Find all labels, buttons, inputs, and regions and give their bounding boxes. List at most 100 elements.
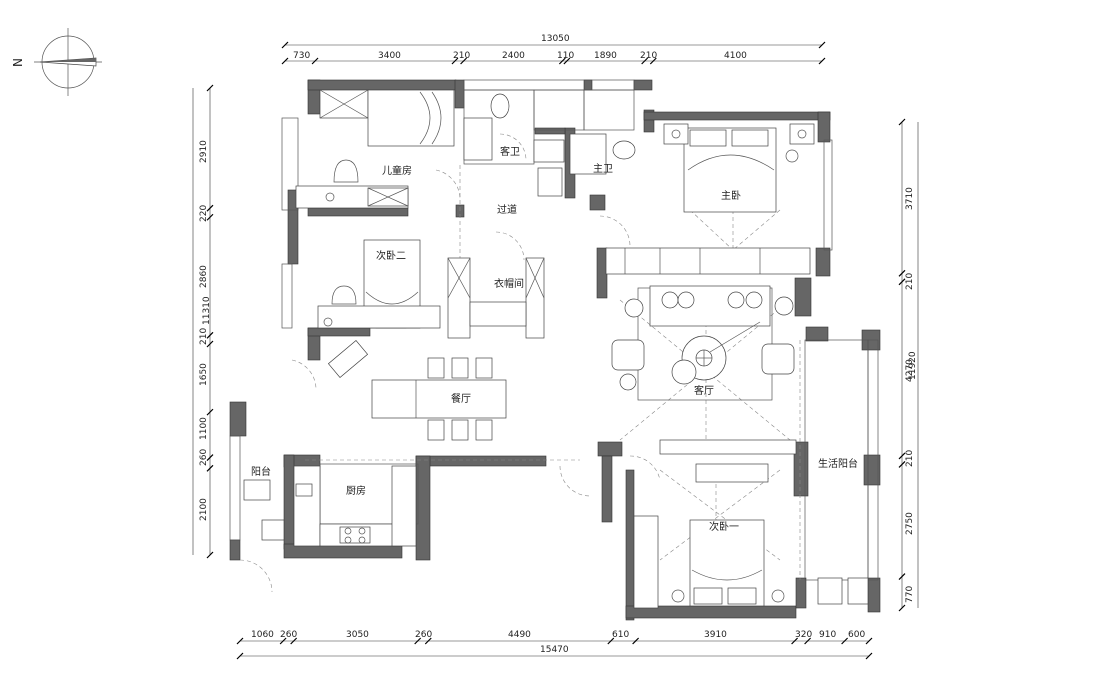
room-label-second-bedroom-two: 次卧二 (376, 249, 406, 262)
top-dim-2: 210 (453, 51, 470, 61)
dimension-tick (898, 118, 906, 126)
dimension-tick (898, 278, 906, 286)
room-label-master-bedroom: 主卧 (721, 189, 741, 202)
dimension-tick (206, 454, 214, 461)
dimension-tick (649, 57, 657, 65)
second-bedroom-one-furniture (633, 515, 869, 609)
dimension-tick (206, 84, 214, 92)
bottom-dim-8: 910 (819, 630, 836, 640)
dimension-tick (818, 57, 826, 65)
dimension-tick (632, 637, 640, 645)
dimension-tick (414, 637, 422, 645)
north-label: N (11, 58, 25, 67)
left-dim-6: 260 (199, 449, 209, 466)
bottom-dim-5: 610 (612, 630, 629, 640)
children-room-furniture (295, 89, 455, 209)
right-dim-5: 770 (905, 586, 915, 603)
dimension-tick (558, 57, 566, 65)
left-dim-3: 210 (199, 328, 209, 345)
dimension-tick (898, 269, 906, 277)
dimension-tick (841, 637, 849, 645)
right-dim-1: 210 (905, 273, 915, 290)
top-dim-5: 1890 (594, 51, 617, 61)
left-dim-1: 220 (199, 205, 209, 222)
top-dimension-chain (281, 41, 826, 65)
left-dim-5: 1100 (199, 417, 209, 440)
room-label-guest-bath: 客卫 (500, 145, 520, 158)
dimension-tick (898, 604, 906, 612)
dimension-tick (281, 57, 289, 65)
left-dimension-chain (192, 84, 214, 559)
right-dim-3: 210 (905, 450, 915, 467)
kitchen-furniture (243, 465, 417, 547)
room-label-living-room: 客厅 (694, 384, 714, 397)
bottom-dim-3: 260 (415, 630, 432, 640)
bottom-dim-6: 3910 (704, 630, 727, 640)
room-label-kitchen: 厨房 (346, 484, 366, 497)
compass-icon (34, 28, 102, 96)
top-dim-4: 110 (557, 51, 574, 61)
left-dim-4: 1650 (199, 363, 209, 386)
dimension-tick (206, 331, 214, 339)
dimension-tick (791, 637, 799, 645)
dimension-tick (641, 57, 649, 65)
bottom-dim-4: 4490 (508, 630, 531, 640)
structural-walls (229, 79, 881, 621)
room-label-dining-room: 餐厅 (451, 392, 471, 405)
dimension-tick (804, 637, 812, 645)
dimension-tick (290, 637, 298, 645)
door-swings (239, 133, 661, 593)
bottom-dim-7: 320 (795, 630, 812, 640)
bottom-dim-9: 600 (848, 630, 865, 640)
left-dim-7: 2100 (199, 498, 209, 521)
room-label-corridor: 过道 (497, 203, 517, 216)
right-dim-4: 2750 (905, 512, 915, 535)
top-dim-6: 210 (640, 51, 657, 61)
dimension-tick (460, 57, 468, 65)
dimension-tick (236, 637, 244, 645)
top-dim-3: 2400 (502, 51, 525, 61)
room-label-children-room: 儿童房 (382, 164, 412, 177)
top-total-dimension: 13050 (541, 34, 570, 44)
dimension-tick (898, 573, 906, 581)
dimension-tick (206, 213, 214, 221)
bath-fixtures (463, 93, 636, 197)
dimension-tick (206, 340, 214, 348)
left-dim-0: 2910 (199, 140, 209, 163)
dimension-tick (563, 57, 571, 65)
dimension-tick (206, 551, 214, 559)
left-total-dimension: 11310 (202, 296, 212, 325)
top-dim-0: 730 (293, 51, 310, 61)
room-label-utility-balcony: 生活阳台 (818, 457, 858, 470)
cloakroom-furniture (447, 257, 545, 339)
dimension-tick (451, 57, 459, 65)
right-dim-2: 4270 (905, 359, 915, 382)
bottom-dim-2: 3050 (346, 630, 369, 640)
bottom-dimension-chain (236, 637, 873, 660)
dimension-tick (206, 408, 214, 416)
dimension-tick (424, 637, 432, 645)
right-dim-0: 3710 (905, 187, 915, 210)
dimension-tick (865, 637, 873, 645)
dimension-tick (898, 452, 906, 460)
right-dimension-chain (898, 118, 919, 612)
dimension-tick (607, 637, 615, 645)
top-dim-7: 4100 (724, 51, 747, 61)
second-bedroom-two-furniture (317, 239, 441, 329)
left-dim-2: 2860 (199, 265, 209, 288)
dimension-tick (279, 637, 287, 645)
dimension-tick (311, 57, 319, 65)
dimension-tick (898, 461, 906, 468)
living-room-furniture (611, 285, 797, 483)
top-dim-1: 3400 (378, 51, 401, 61)
dining-furniture (327, 340, 507, 441)
bottom-dim-0: 1060 (251, 630, 274, 640)
room-label-balcony: 阳台 (251, 465, 271, 478)
dimension-tick (206, 464, 214, 472)
master-bedroom-furniture (605, 123, 815, 275)
dimension-tick (206, 204, 214, 212)
room-label-second-bedroom-one: 次卧一 (709, 520, 739, 533)
room-label-cloakroom: 衣帽间 (494, 277, 524, 290)
bottom-dim-1: 260 (280, 630, 297, 640)
